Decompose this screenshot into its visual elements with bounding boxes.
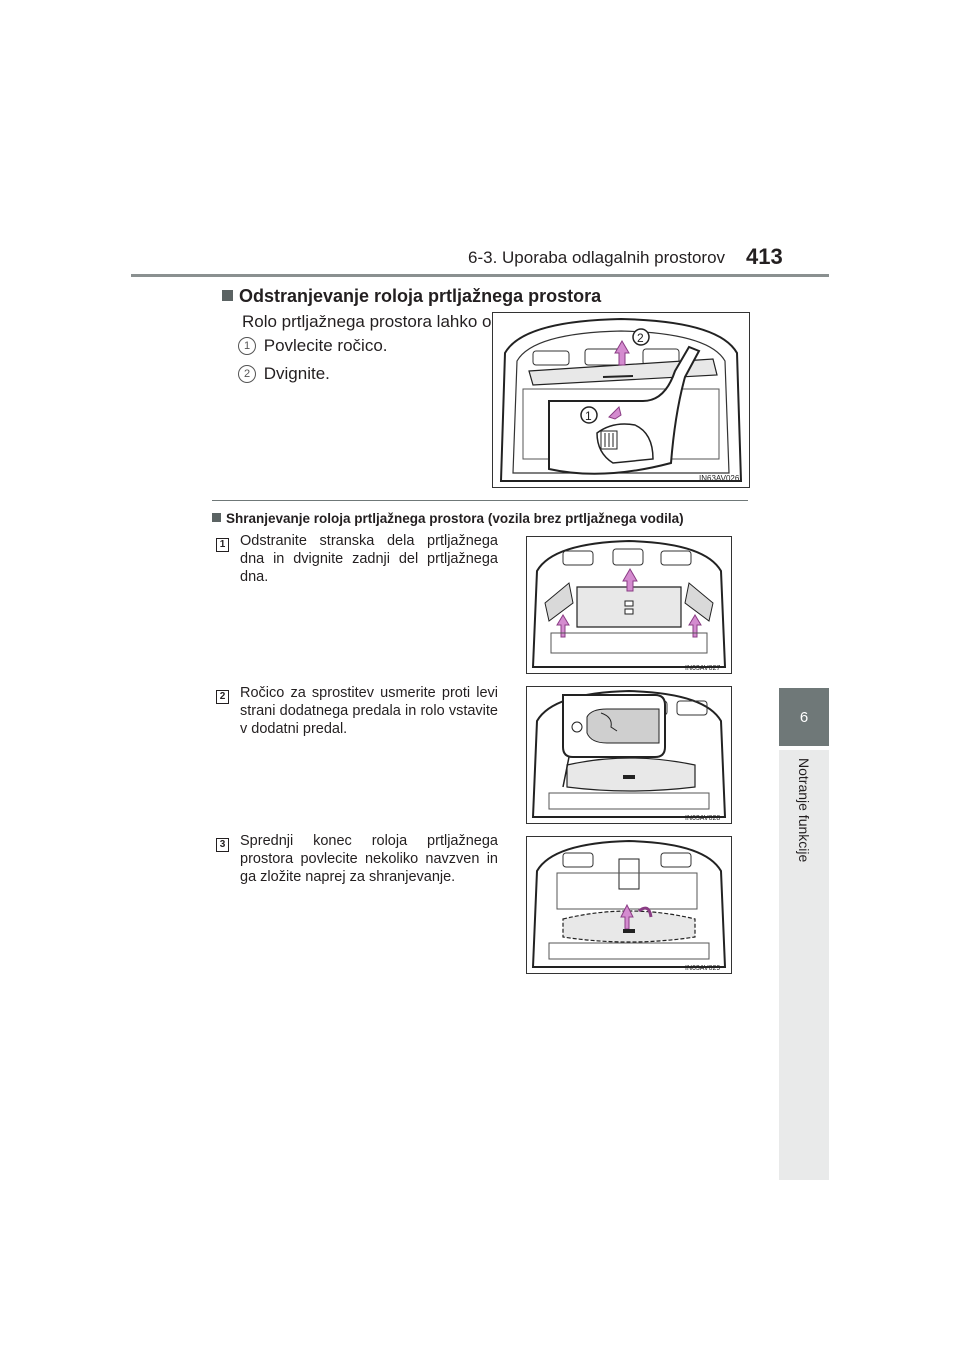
chapter-tab-strip <box>779 750 829 1180</box>
page-number: 413 <box>746 244 783 269</box>
section2-step-2-number: 2 <box>216 686 229 704</box>
square-bullet-icon <box>222 290 233 301</box>
section2-step-3-number: 3 <box>216 834 229 852</box>
cargo-area-illustration: IN63AV029 <box>531 839 727 972</box>
section-title: 6-3. Uporaba odlagalnih prostorov <box>468 248 726 267</box>
square-bullet-icon <box>212 513 221 522</box>
step-number-badge: 1 <box>238 337 256 355</box>
section2-step-3-text: Sprednji konec roloja prtljažnega prosto… <box>240 833 498 885</box>
section1-step-2: 2 Dvignite. <box>238 364 330 384</box>
chapter-number: 6 <box>799 708 809 726</box>
section2-step-1-number: 1 <box>216 534 229 552</box>
figure-code: IN63AV028 <box>685 815 720 822</box>
section-divider <box>212 500 748 501</box>
step-number-box: 3 <box>216 838 229 852</box>
step-text: Povlecite ročico. <box>263 336 388 355</box>
chapter-title: Notranje funkcije <box>796 758 812 863</box>
callout-2: 2 <box>637 331 644 345</box>
figure-step-3: IN63AV029 <box>526 836 732 974</box>
figure-step-2: IN63AV028 <box>526 686 732 824</box>
section2-step-1-text: Odstranite stranska dela prtljažnega dna… <box>240 533 498 585</box>
header-rule <box>131 274 829 277</box>
step-number-box: 2 <box>216 690 229 704</box>
figure-cargo-cover-removal: 2 1 IN63AV026 <box>492 312 750 488</box>
step-number-badge: 2 <box>238 365 256 383</box>
step-number-box: 1 <box>216 538 229 552</box>
chapter-tab: 6 <box>779 688 829 746</box>
chapter-title-wrap: Notranje funkcije <box>779 750 829 1010</box>
section1-heading: Odstranjevanje roloja prtljažnega prosto… <box>222 286 601 307</box>
step-text: Dvignite. <box>263 364 330 383</box>
callout-1: 1 <box>585 409 592 423</box>
section2-heading: Shranjevanje roloja prtljažnega prostora… <box>212 511 684 526</box>
figure-step-1: IN63AV027 <box>526 536 732 674</box>
figure-code: IN63AV027 <box>685 665 720 672</box>
cargo-area-illustration: 2 1 IN63AV026 <box>499 317 743 483</box>
section2-step-2-text: Ročico za sprostitev usmerite proti levi… <box>240 685 498 737</box>
figure-code: IN63AV029 <box>685 965 720 972</box>
cargo-area-illustration: IN63AV027 <box>531 539 727 672</box>
cargo-area-illustration: IN63AV028 <box>531 689 727 822</box>
section1-step-1: 1 Povlecite ročico. <box>238 336 388 356</box>
figure-code: IN63AV026 <box>699 474 740 483</box>
